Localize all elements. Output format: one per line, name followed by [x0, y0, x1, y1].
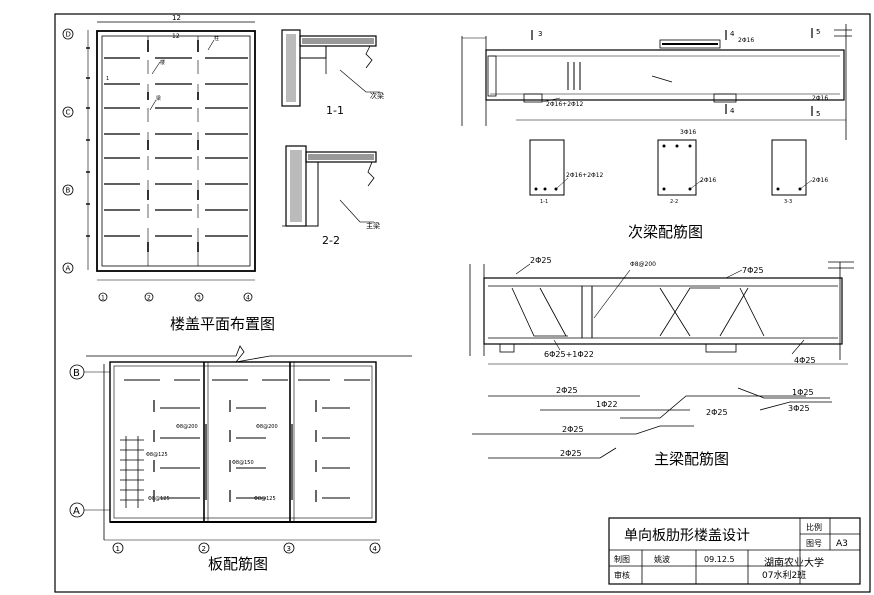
- secondary-beam-section-label: 1-1: [540, 199, 548, 205]
- main-beam-bar: 1Φ25: [792, 388, 814, 397]
- title-block-drawing-no-label: 图号: [806, 539, 822, 548]
- main-beam: 2Φ25 Φ8@200 7Φ25 6Φ25+1Φ22 4Φ25 2Φ25 1Φ2…: [469, 256, 854, 468]
- main-beam-bar: 2Φ25: [562, 425, 584, 434]
- title-block-sheet-size: A3: [836, 539, 848, 549]
- floor-plan-row-label: A: [66, 265, 71, 273]
- slab-row-label: A: [73, 506, 80, 517]
- secondary-beam-section-label: 3-3: [784, 199, 792, 205]
- secondary-beam: 3 4 4 5 5 2Φ16 2Φ16+2Φ12 2Φ16 2Φ16+2Φ12 …: [461, 24, 852, 241]
- floor-plan-title: 楼盖平面布置图: [170, 315, 275, 333]
- section-1-1-label: 1-1: [326, 104, 344, 117]
- slab-note: Φ8@150: [232, 460, 254, 466]
- section-1-1-callout: 次梁: [370, 91, 384, 100]
- secondary-beam-section-label: 2-2: [670, 199, 678, 205]
- floor-plan: 12 12: [62, 14, 275, 333]
- title-block-checked-label: 审核: [614, 570, 630, 580]
- title-block-drawn-label: 制图: [614, 554, 630, 564]
- secondary-beam-mark: 5: [816, 28, 820, 36]
- slab-col-label: 4: [373, 545, 378, 553]
- title-block: 单向板肋形楼盖设计 比例 图号 A3 制图 姚波 09.12.5 审核 湖南农业…: [608, 517, 861, 585]
- secondary-beam-bottom-bar-left: 2Φ16+2Φ12: [546, 101, 584, 108]
- floor-plan-col-label: 2: [147, 295, 151, 302]
- secondary-beam-bottom-bar-right: 2Φ16: [812, 95, 828, 102]
- sheet-border: [54, 13, 871, 593]
- main-beam-title: 主梁配筋图: [654, 450, 729, 468]
- slab-row-label: B: [73, 368, 80, 379]
- floor-plan-note-edge: 1: [106, 76, 109, 82]
- main-beam-bar: 2Φ25: [560, 449, 582, 458]
- main-beam-bar: 3Φ25: [788, 404, 810, 413]
- main-beam-bar: 2Φ25: [706, 408, 728, 417]
- floor-plan-row-label: D: [66, 31, 71, 39]
- slab-title: 板配筋图: [208, 555, 268, 573]
- floor-plan-note-main: 柱: [214, 35, 219, 42]
- floor-plan-top-dim: 12: [172, 14, 181, 22]
- title-block-project: 单向板肋形楼盖设计: [624, 528, 750, 544]
- floor-plan-inner-dim: 12: [172, 33, 180, 40]
- main-beam-bar: 1Φ22: [596, 400, 618, 409]
- main-beam-stirrup: Φ8@200: [630, 261, 656, 268]
- section-2-2-label: 2-2: [322, 234, 340, 247]
- floor-plan-col-label: 4: [246, 295, 250, 302]
- secondary-beam-mark: 4: [730, 107, 735, 115]
- slab-note: Φ8@125: [148, 496, 170, 502]
- secondary-beam-section-bar: 2Φ16+2Φ12: [566, 172, 604, 179]
- floor-plan-left-ticks: [86, 47, 90, 237]
- slab-note: Φ8@200: [256, 424, 278, 430]
- main-beam-bottom-right: 4Φ25: [794, 356, 816, 365]
- floor-plan-note-slab: 楼: [160, 59, 165, 66]
- secondary-beam-section-top-bar: 3Φ16: [680, 129, 696, 136]
- slab-col-label: 1: [116, 545, 120, 553]
- secondary-beam-section-bar: 2Φ16: [812, 177, 828, 184]
- floor-plan-col-label: 3: [197, 295, 201, 302]
- secondary-beam-title: 次梁配筋图: [628, 223, 703, 241]
- slab-note: Φ8@125: [254, 496, 276, 502]
- secondary-beam-section: 2Φ16+2Φ12 1-1: [529, 139, 604, 205]
- main-beam-top-left: 2Φ25: [530, 256, 552, 265]
- slab-note: Φ8@125: [146, 452, 168, 458]
- floor-plan-col-label: 1: [101, 295, 105, 302]
- slab-col-label: 2: [202, 545, 206, 553]
- floor-plan-row-label: C: [66, 109, 71, 117]
- title-block-scale-label: 比例: [806, 522, 822, 532]
- secondary-beam-mark: 3: [538, 30, 542, 38]
- floor-plan-col-axes: 1 2 3 4: [98, 292, 253, 302]
- main-beam-top-right: 7Φ25: [742, 266, 764, 275]
- secondary-beam-top-bar: 2Φ16: [738, 37, 754, 44]
- floor-plan-note-beam: 梁: [156, 95, 161, 102]
- secondary-beam-section: 2Φ16 3-3: [771, 139, 828, 205]
- slab-col-label: 3: [287, 545, 291, 553]
- secondary-beam-section: 3Φ16 2Φ16 2-2: [657, 129, 716, 205]
- floor-plan-row-axes: D C B A: [62, 28, 74, 274]
- main-beam-bar: 2Φ25: [556, 386, 578, 395]
- secondary-beam-mark: 4: [730, 30, 735, 38]
- secondary-beam-mark: 5: [816, 110, 820, 118]
- floor-plan-row-label: B: [66, 187, 71, 195]
- section-2-2-callout: 主梁: [366, 221, 380, 230]
- secondary-beam-section-bar: 2Φ16: [700, 177, 716, 184]
- slab-plan: Φ8@200 Φ8@200 Φ8@125 Φ8@150 Φ8@125 Φ8@12…: [69, 345, 412, 573]
- main-beam-bottom: 6Φ25+1Φ22: [544, 350, 594, 359]
- title-block-class: 07水利2班: [762, 569, 806, 581]
- title-block-school: 湖南农业大学: [764, 556, 824, 569]
- section-1-1: 次梁 1-1: [281, 29, 384, 117]
- title-block-date: 09.12.5: [704, 555, 735, 564]
- section-2-2: 主梁 2-2: [282, 145, 380, 247]
- title-block-drafter: 姚波: [654, 554, 670, 564]
- slab-note: Φ8@200: [176, 424, 198, 430]
